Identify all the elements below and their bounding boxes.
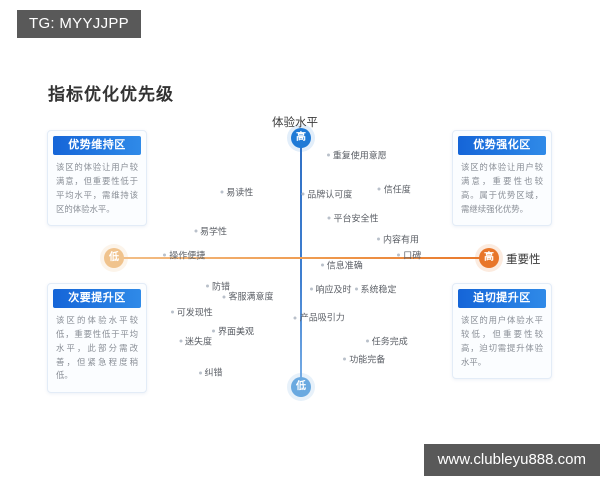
point-label: 平台安全性 [333, 213, 379, 224]
point-marker-icon [377, 187, 381, 191]
scatter-point: 产品吸引力 [293, 312, 345, 323]
scatter-point: 口碑 [397, 251, 421, 260]
x-axis-high-badge: 高 [479, 248, 499, 268]
tg-tag-badge: TG: MYYJJPP [17, 10, 141, 38]
site-watermark: www.clubleyu888.com [423, 444, 600, 476]
point-marker-icon [293, 315, 297, 319]
point-label: 重复使用意愿 [332, 150, 387, 161]
scatter-point: 信息准确 [320, 260, 363, 271]
point-label: 防错 [211, 281, 231, 292]
scatter-point: 可发现性 [170, 307, 213, 318]
point-label: 品牌认可度 [307, 189, 353, 200]
quadrant-card-top-left: 优势维持区 该区的体验让用户较满意，但重要性低于平均水平，需维持该区的体验水平。 [47, 130, 147, 227]
point-marker-icon [193, 229, 197, 233]
point-label: 信息准确 [326, 260, 363, 271]
point-label: 界面美观 [217, 326, 255, 337]
scatter-point: 信任度 [377, 184, 411, 195]
quadrant-description: 该区的体验水平较低，重要性低于平均水平，此部分需改善，但紧急程度稍低。 [56, 315, 138, 381]
priority-quadrant-chart: 高 低 低 高 体验水平 重要性 优势维持区 该区的体验让用户较满意，但重要性低… [0, 105, 600, 405]
scatter-point: 品牌认可度 [301, 189, 353, 200]
scatter-point: 重复使用意愿 [326, 150, 387, 161]
y-axis-high-badge: 高 [291, 128, 311, 148]
point-marker-icon [327, 216, 331, 220]
x-axis-title: 重要性 [506, 254, 541, 266]
x-axis-low-badge: 低 [104, 248, 124, 268]
point-label: 产品吸引力 [299, 312, 345, 323]
point-label: 任务完成 [371, 336, 408, 347]
point-label: 口碑 [403, 250, 422, 261]
point-label: 纠错 [204, 367, 223, 378]
point-label: 功能完备 [349, 354, 386, 365]
quadrant-title: 次要提升区 [53, 289, 141, 308]
point-label: 响应及时 [315, 284, 352, 295]
scatter-point: 界面美观 [211, 326, 255, 337]
scatter-point: 平台安全性 [327, 213, 379, 224]
point-marker-icon [178, 339, 182, 343]
point-label: 易学性 [199, 226, 228, 237]
quadrant-description: 该区的体验让用户较满意，但重要性低于平均水平，需维持该区的体验水平。 [56, 162, 138, 214]
y-axis-low-badge: 低 [291, 377, 311, 397]
scatter-point: 响应及时 [309, 284, 352, 295]
scatter-point: 系统稳定 [354, 284, 397, 295]
point-marker-icon [309, 287, 313, 291]
scatter-point: 内容有用 [376, 234, 420, 245]
scatter-point: 易读性 [220, 188, 253, 197]
point-marker-icon [220, 190, 224, 194]
scatter-point: 操作便捷 [163, 251, 205, 260]
point-label: 内容有用 [382, 234, 420, 245]
y-axis-title: 体验水平 [272, 117, 318, 129]
page-title: 指标优化优先级 [48, 85, 174, 104]
point-marker-icon [397, 253, 401, 257]
quadrant-description: 该区的用户体验水平较低，但重要性较高，迫切需提升体验水平。 [461, 315, 543, 367]
point-marker-icon [365, 339, 369, 343]
quadrant-description: 该区的体验让用户较满意，重要性也较高。属于优势区域，需继续强化优势。 [461, 162, 543, 214]
quadrant-card-bottom-left: 次要提升区 该区的体验水平较低，重要性低于平均水平，此部分需改善，但紧急程度稍低… [47, 283, 147, 394]
scatter-point: 任务完成 [365, 336, 408, 347]
quadrant-card-top-right: 优势强化区 该区的体验让用户较满意，重要性也较高。属于优势区域，需继续强化优势。 [452, 130, 552, 227]
quadrant-title: 优势维持区 [53, 136, 141, 155]
scatter-point: 易学性 [193, 226, 228, 237]
quadrant-title: 迫切提升区 [458, 289, 546, 308]
point-marker-icon [376, 237, 380, 241]
point-label: 可发现性 [176, 307, 213, 318]
point-marker-icon [205, 284, 209, 288]
point-label: 信任度 [383, 184, 411, 195]
quadrant-title: 优势强化区 [458, 136, 546, 155]
x-axis-line [113, 257, 488, 259]
point-marker-icon [326, 153, 330, 157]
scatter-point: 功能完备 [343, 354, 386, 365]
point-label: 系统稳定 [360, 284, 397, 295]
scatter-point: 防错 [205, 281, 231, 292]
point-label: 操作便捷 [169, 250, 206, 261]
scatter-point: 客服满意度 [222, 292, 274, 302]
y-axis-line [300, 135, 302, 397]
scatter-point: 迷失度 [178, 336, 213, 347]
point-marker-icon [170, 310, 174, 314]
scatter-point: 纠错 [198, 367, 223, 378]
point-marker-icon [301, 192, 305, 196]
point-marker-icon [343, 357, 347, 361]
point-label: 易读性 [226, 187, 254, 198]
point-marker-icon [354, 287, 358, 291]
point-marker-icon [320, 263, 324, 267]
point-label: 迷失度 [184, 336, 213, 347]
point-label: 客服满意度 [228, 292, 274, 302]
point-marker-icon [222, 295, 226, 298]
point-marker-icon [163, 253, 167, 257]
point-marker-icon [211, 329, 215, 333]
point-marker-icon [198, 370, 202, 374]
quadrant-card-bottom-right: 迫切提升区 该区的用户体验水平较低，但重要性较高，迫切需提升体验水平。 [452, 283, 552, 380]
